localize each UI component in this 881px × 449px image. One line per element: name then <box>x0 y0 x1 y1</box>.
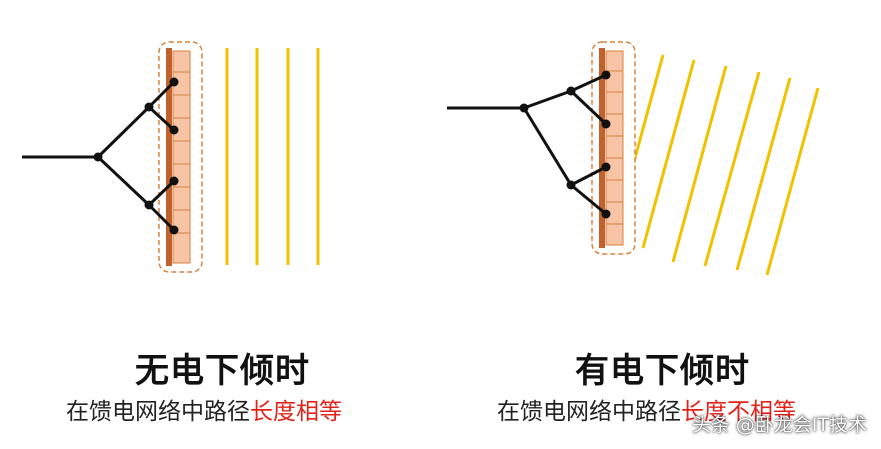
right-subtitle-prefix: 在馈电网络中路径 <box>497 399 681 425</box>
left-antenna-array <box>158 41 203 273</box>
watermark: 头条 @卧龙会IT技术 <box>691 414 867 436</box>
left-feed-nodes <box>93 77 179 235</box>
wavefront-line <box>703 71 761 267</box>
right-wavefronts <box>623 54 820 276</box>
right-title: 有电下倾时 <box>575 351 750 391</box>
left-subtitle-prefix: 在馈电网络中路径 <box>66 399 250 425</box>
left-subtitle-highlight: 长度相等 <box>250 399 342 425</box>
antenna-elements <box>605 50 624 246</box>
right-subtitle-highlight: 长度不相等 <box>681 399 796 425</box>
right-subtitle: 在馈电网络中路径长度不相等 <box>497 392 796 426</box>
right-feed-network <box>447 73 608 216</box>
left-feed-network <box>22 80 176 232</box>
antenna-bar <box>166 48 172 266</box>
wavefront-line <box>641 59 696 249</box>
right-feed-nodes <box>519 70 611 219</box>
left-title: 无电下倾时 <box>135 351 310 391</box>
right-antenna-array <box>591 41 636 255</box>
left-wavefronts <box>225 48 320 265</box>
right-panel-diagram <box>447 41 820 276</box>
left-panel-diagram <box>22 41 320 273</box>
wavefront-line <box>765 87 820 276</box>
wavefront-line <box>735 77 792 271</box>
left-subtitle: 在馈电网络中路径长度相等 <box>66 392 342 426</box>
wavefront-line <box>671 65 728 263</box>
antenna-bar <box>599 48 605 248</box>
antenna-boundary <box>158 41 203 273</box>
